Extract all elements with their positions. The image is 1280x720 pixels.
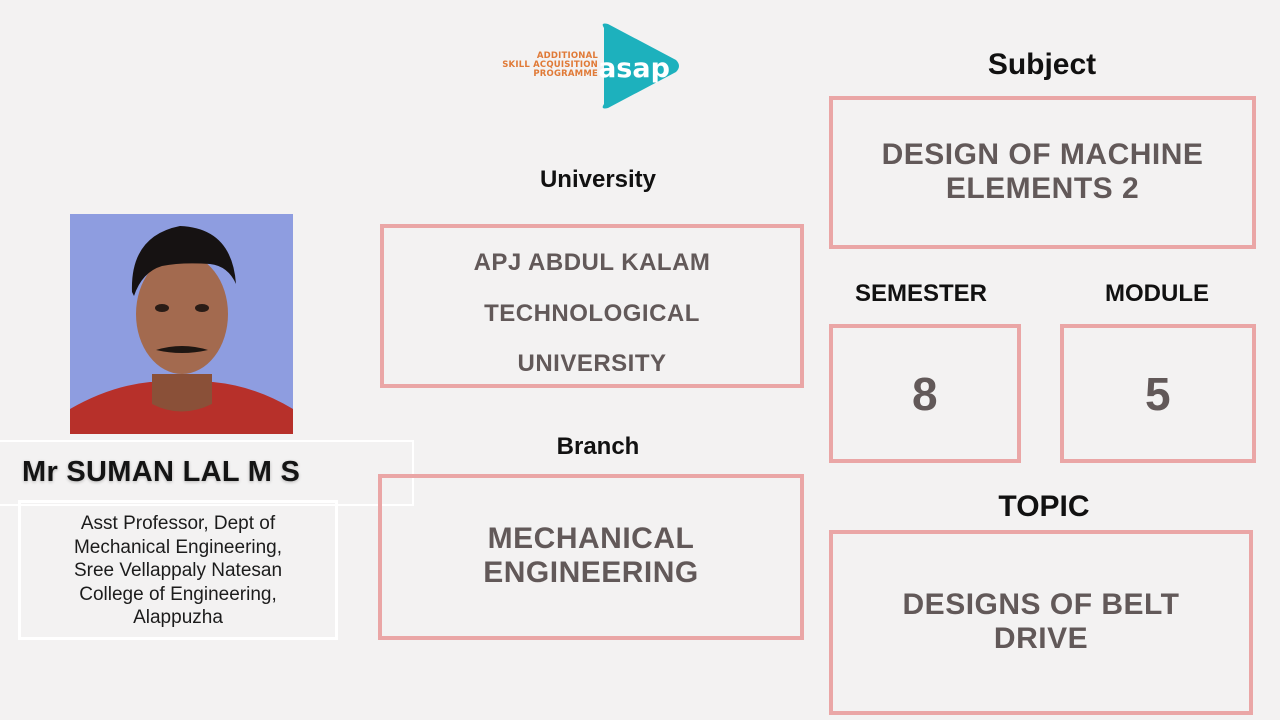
- semester-value: 8: [911, 368, 939, 420]
- branch-panel: [378, 474, 804, 640]
- module-heading: MODULE: [1105, 280, 1209, 307]
- branch-heading: Branch: [556, 433, 640, 460]
- university-heading: University: [539, 166, 657, 193]
- presenter-photo: [70, 214, 293, 434]
- semester-panel: [829, 324, 1021, 463]
- presenter-designation: Asst Professor, Dept of Mechanical Engin…: [73, 513, 283, 628]
- asap-logo-text: asap: [598, 53, 670, 84]
- module-value: 5: [1144, 368, 1172, 420]
- presenter-name: Mr SUMAN LAL M S: [22, 456, 301, 488]
- semester-heading: SEMESTER: [854, 280, 988, 307]
- asap-logo-caption: ADDITIONAL SKILL ACQUISITION PROGRAMME: [502, 51, 598, 79]
- name-plate: [0, 440, 414, 506]
- topic-heading: TOPIC: [998, 490, 1090, 523]
- subject-heading: Subject: [987, 48, 1097, 81]
- university-value: APJ ABDUL KALAM TECHNOLOGICAL UNIVERSITY: [473, 249, 711, 377]
- topic-value: DESIGNS OF BELT DRIVE: [902, 588, 1180, 655]
- subject-panel: [829, 96, 1256, 249]
- module-panel: [1060, 324, 1256, 463]
- asap-logo-mark: asap: [598, 23, 679, 109]
- subject-value: DESIGN OF MACHINE ELEMENTS 2: [881, 138, 1204, 205]
- branch-value: MECHANICAL ENGINEERING: [483, 522, 699, 589]
- designation-box: [18, 500, 338, 640]
- university-panel: [380, 224, 804, 388]
- topic-panel: [829, 530, 1253, 715]
